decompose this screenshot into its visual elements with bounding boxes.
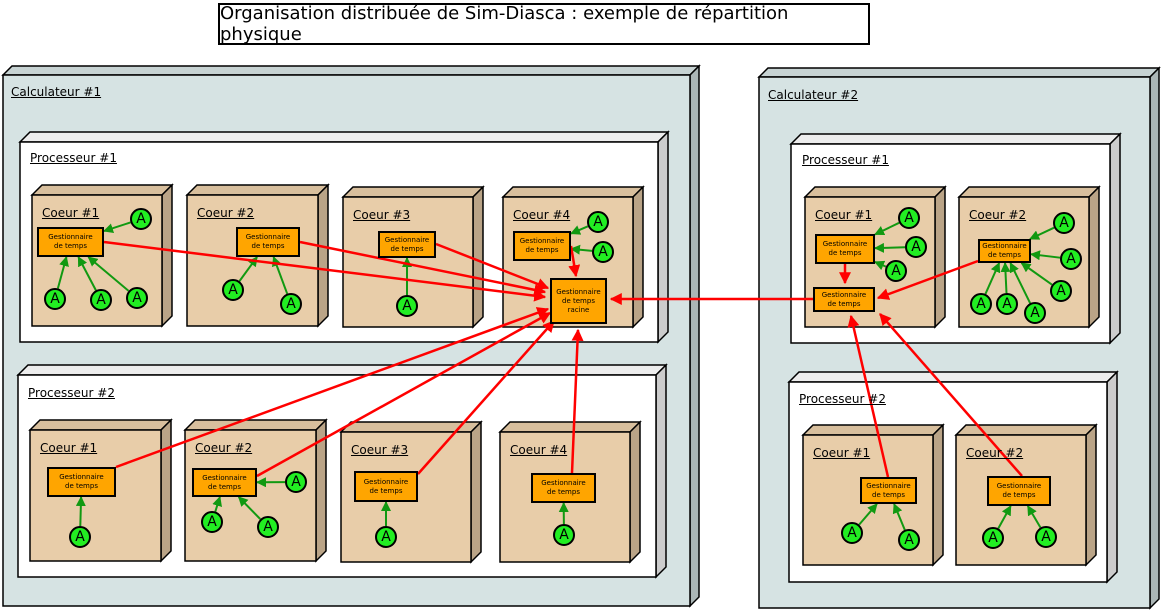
- time-manager-m4: Gestionnaire de temps: [513, 231, 571, 261]
- manager-link-7: [417, 320, 555, 475]
- label-c1p2k4: Coeur #4: [510, 443, 568, 457]
- manager-link-4: [568, 245, 581, 278]
- agent-link-2: [56, 256, 69, 289]
- agent-link-23: [1009, 262, 1032, 304]
- agent-1: A: [130, 208, 152, 230]
- agent-link-24: [1020, 262, 1053, 286]
- agent-16: A: [898, 207, 920, 229]
- agent-10: A: [69, 526, 91, 548]
- agent-27: A: [982, 527, 1004, 549]
- manager-link-2: [299, 240, 547, 296]
- time-manager-m1: Gestionnaire de temps: [37, 227, 104, 257]
- time-manager-m13: Gestionnaire de temps: [987, 476, 1051, 506]
- agent-6: A: [280, 293, 302, 315]
- core-c1p1k4: [501, 185, 645, 329]
- agent-14: A: [375, 526, 397, 548]
- agent-15: A: [553, 524, 575, 546]
- label-c2p1k2: Coeur #2: [969, 208, 1027, 222]
- manager-link-8: [570, 328, 584, 474]
- agent-18: A: [885, 260, 907, 282]
- agent-link-9: [570, 244, 593, 255]
- manager-link-6: [256, 311, 552, 478]
- time-manager-m9: Gestionnaire de temps: [815, 234, 875, 264]
- label-c1p1k2: Coeur #2: [197, 206, 255, 220]
- label-c2p1k1: Coeur #1: [815, 208, 873, 222]
- manager-link-13: [879, 313, 1023, 477]
- agent-link-8: [570, 225, 589, 235]
- agent-link-18: [874, 260, 887, 271]
- agent-19: A: [1053, 212, 1075, 234]
- agent-link-21: [984, 262, 1001, 295]
- time-manager-m3: Gestionnaire de temps: [378, 231, 436, 258]
- agent-link-22: [1000, 262, 1011, 294]
- agent-link-17: [874, 242, 906, 253]
- agent-3: A: [90, 289, 112, 311]
- label-c1p1k4: Coeur #4: [513, 208, 571, 222]
- manager-link-1: [103, 240, 547, 302]
- agent-link-1: [103, 221, 131, 234]
- label-computer1: Calculateur #1: [11, 85, 102, 99]
- agent-link-13: [237, 496, 262, 520]
- agent-link-20: [1030, 250, 1061, 261]
- agent-2: A: [44, 288, 66, 310]
- agent-12: A: [201, 511, 223, 533]
- manager-link-12: [847, 314, 890, 478]
- label-c1p2k2: Coeur #2: [195, 441, 253, 455]
- time-manager-m5: Gestionnaire de temps: [47, 467, 116, 497]
- agent-23: A: [1024, 302, 1046, 324]
- label-c1p1: Processeur #1: [30, 151, 117, 165]
- diagram-title: Organisation distribuée de Sim-Diasca : …: [218, 3, 870, 45]
- label-c1p1k1: Coeur #1: [42, 206, 100, 220]
- manager-link-5: [115, 307, 550, 469]
- agent-7: A: [396, 295, 418, 317]
- agent-20: A: [1060, 248, 1082, 270]
- label-c1p2k1: Coeur #1: [40, 441, 98, 455]
- agent-8: A: [587, 211, 609, 233]
- label-c2p1: Processeur #1: [802, 153, 889, 167]
- time-manager-m6: Gestionnaire de temps: [192, 468, 257, 497]
- agent-link-10: [75, 496, 86, 527]
- agent-26: A: [898, 529, 920, 551]
- root-time-manager: Gestionnaire de temps racine: [550, 278, 607, 324]
- label-c1p2k3: Coeur #3: [351, 443, 409, 457]
- label-c1p1k3: Coeur #3: [353, 208, 411, 222]
- agent-28: A: [1035, 526, 1057, 548]
- agent-link-12: [212, 496, 222, 512]
- label-c1p2: Processeur #2: [28, 386, 115, 400]
- agent-22: A: [996, 293, 1018, 315]
- agent-link-19: [1029, 226, 1055, 240]
- agent-link-3: [77, 256, 97, 291]
- agent-4: A: [126, 287, 148, 309]
- label-c2p2k1: Coeur #1: [813, 446, 871, 460]
- agent-17: A: [905, 236, 927, 258]
- agent-11: A: [285, 471, 307, 493]
- agent-13: A: [257, 516, 279, 538]
- label-c2p2: Processeur #2: [799, 392, 886, 406]
- label-c2p2k2: Coeur #2: [966, 446, 1024, 460]
- agent-link-26: [892, 503, 906, 531]
- time-manager-m2: Gestionnaire de temps: [236, 227, 300, 257]
- agent-25: A: [841, 522, 863, 544]
- time-manager-m12: Gestionnaire de temps: [860, 477, 917, 504]
- time-manager-m7: Gestionnaire de temps: [354, 471, 418, 502]
- time-manager-m10: Gestionnaire de temps: [813, 287, 875, 312]
- manager-link-3: [435, 242, 550, 290]
- agent-link-25: [858, 503, 878, 526]
- agent-9: A: [592, 241, 614, 263]
- agent-5: A: [222, 279, 244, 301]
- manager-link-11: [876, 259, 979, 300]
- time-manager-m11: Gestionnaire de temps: [978, 239, 1031, 263]
- agent-link-4: [87, 256, 130, 292]
- agent-21: A: [970, 293, 992, 315]
- agent-link-27: [997, 505, 1012, 529]
- agent-24: A: [1050, 280, 1072, 302]
- time-manager-m8: Gestionnaire de temps: [531, 473, 596, 503]
- agent-link-16: [874, 221, 900, 236]
- agent-link-28: [1026, 505, 1042, 529]
- label-computer2: Calculateur #2: [768, 88, 859, 102]
